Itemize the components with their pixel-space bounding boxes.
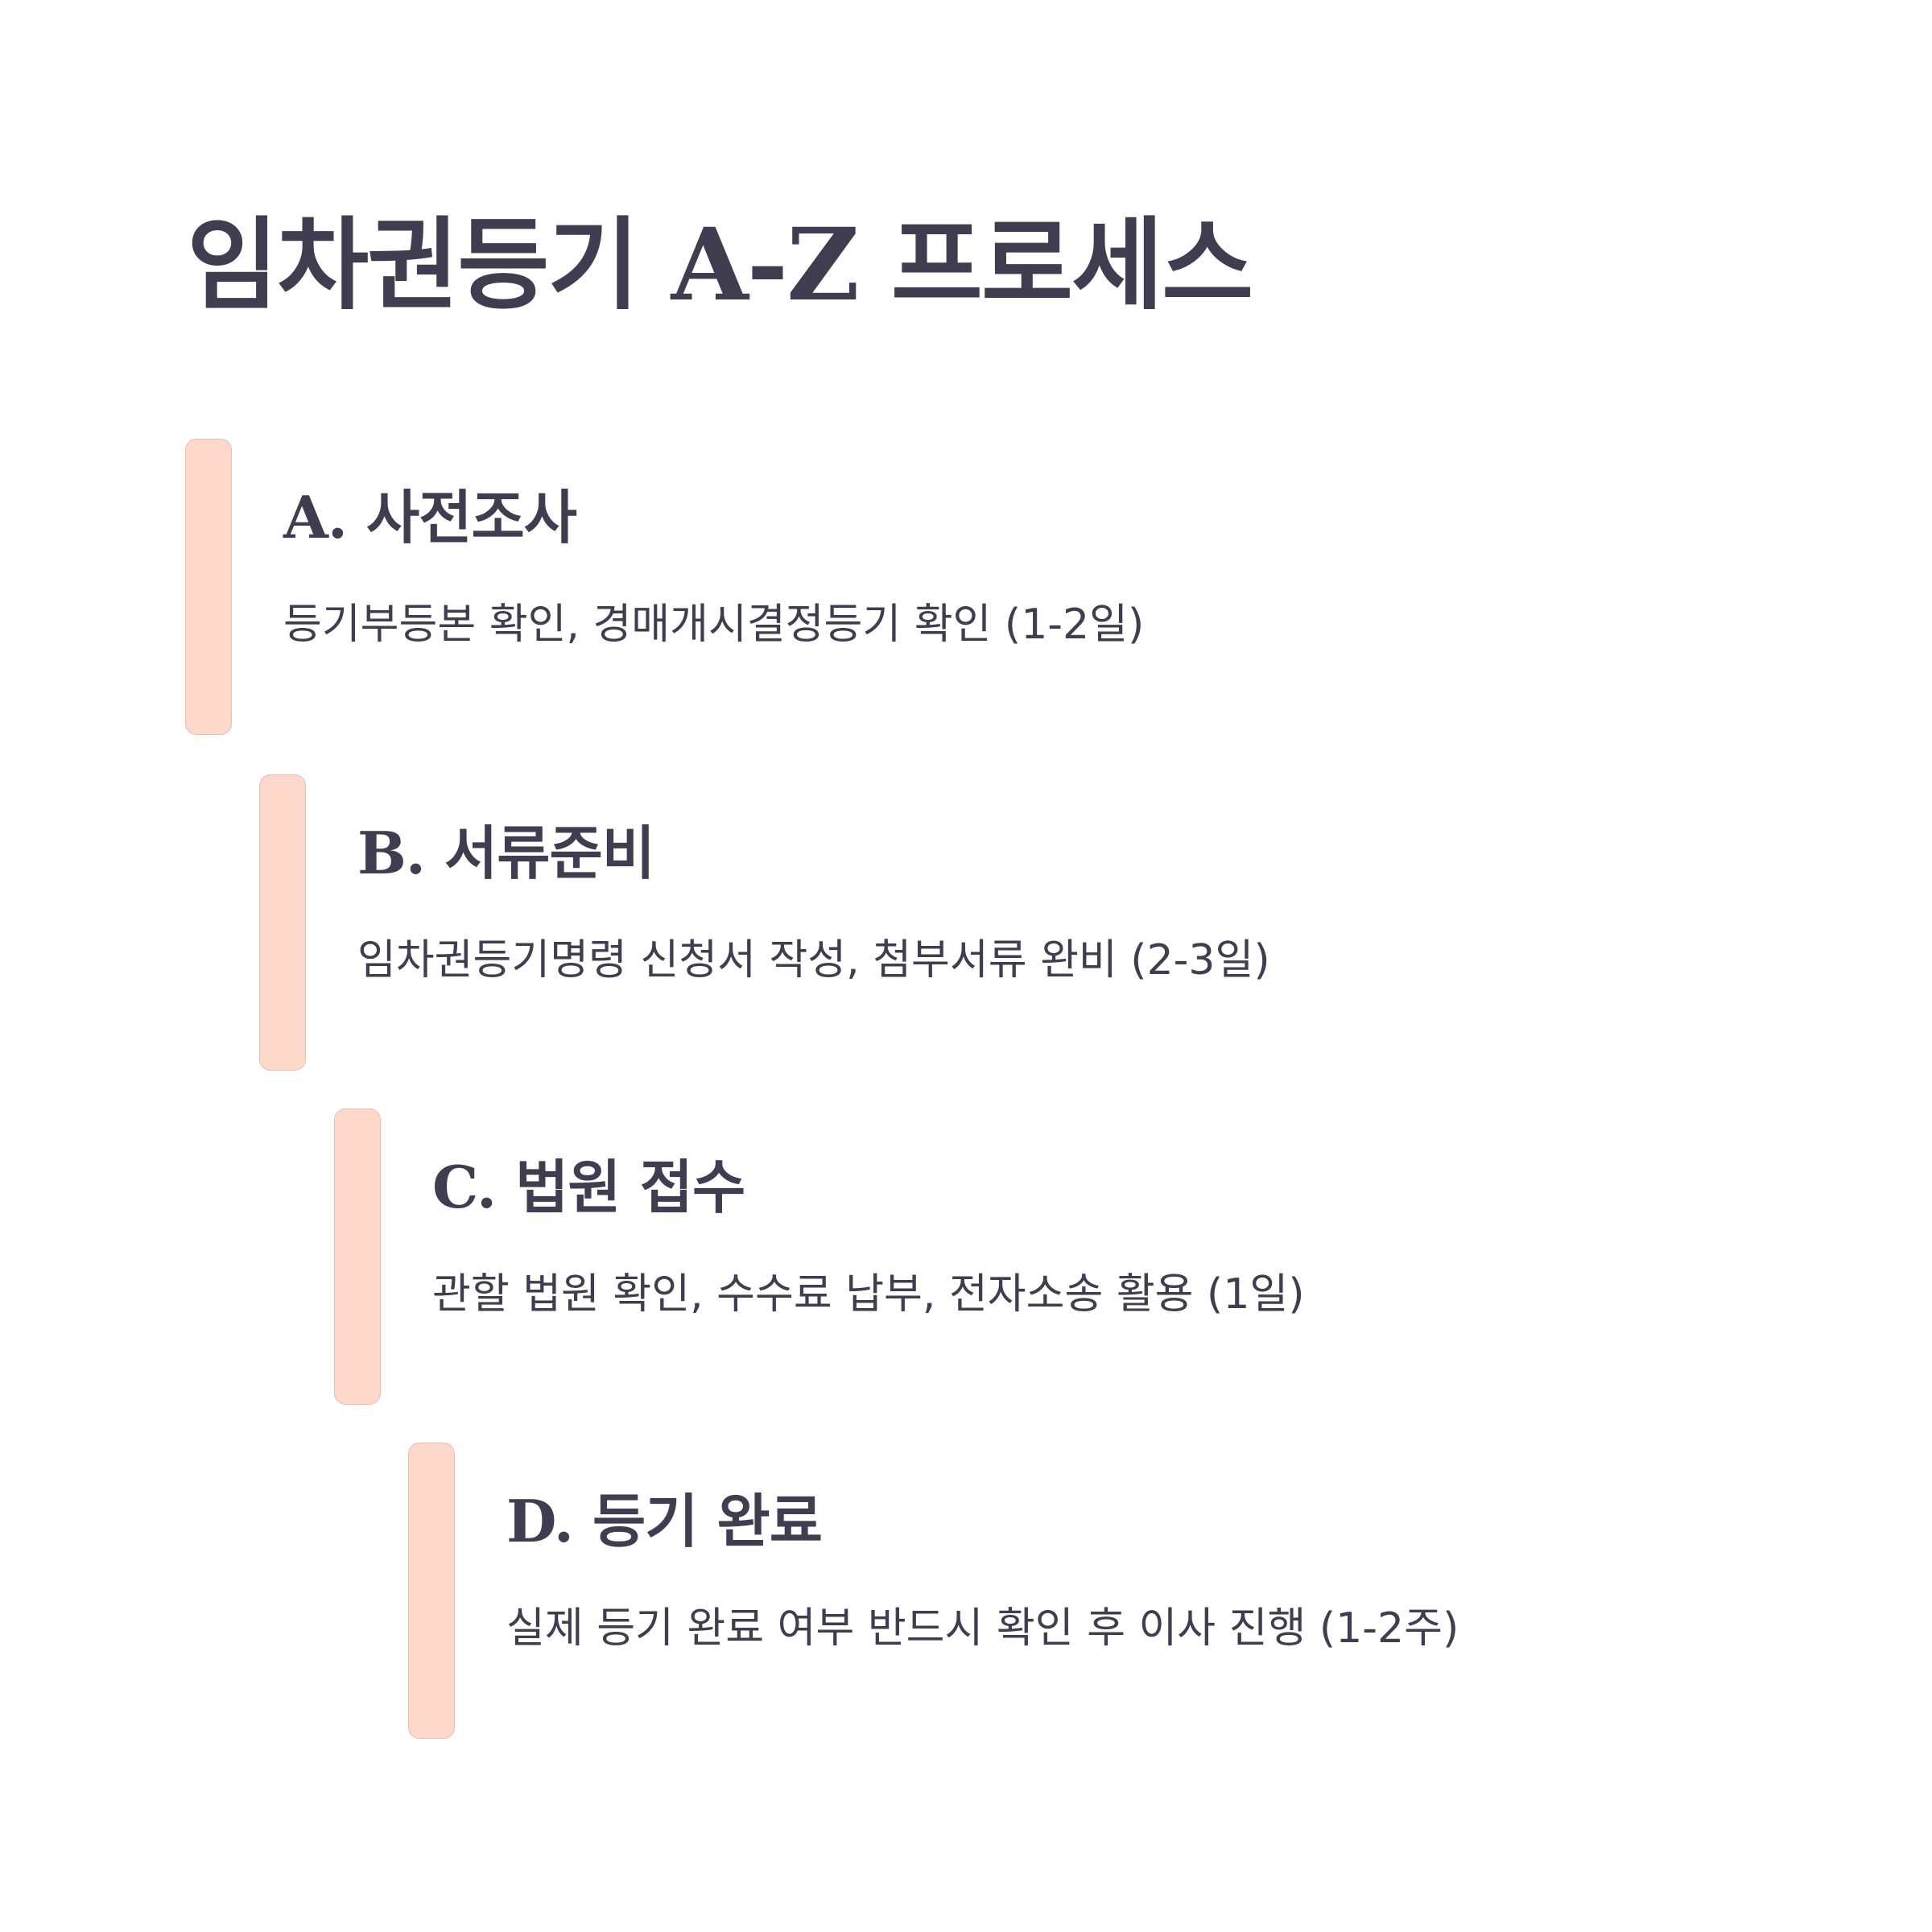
step-accent-bar <box>408 1443 455 1739</box>
step-description: 임차권등기명령 신청서 작성, 첨부서류 완비 (2-3일) <box>357 936 1270 985</box>
step-accent-bar <box>334 1108 381 1405</box>
step-accent-bar <box>185 439 232 735</box>
step-description: 관할 법원 확인, 수수료 납부, 전자소송 활용 (1일) <box>432 1270 1305 1319</box>
step-description: 실제 등기 완료 여부 반드시 확인 후 이사 진행 (1-2주) <box>506 1604 1459 1653</box>
step-accent-bar <box>259 774 306 1071</box>
page-title: 임차권등기 A-Z 프로세스 <box>187 207 1253 324</box>
step-title: C. 법원 접수 <box>432 1153 745 1221</box>
step-title: B. 서류준비 <box>357 819 655 887</box>
step-title: D. 등기 완료 <box>506 1487 823 1555</box>
step-title: A. 사전조사 <box>283 483 577 551</box>
step-description: 등기부등본 확인, 경매개시결정등기 확인 (1-2일) <box>283 601 1145 649</box>
